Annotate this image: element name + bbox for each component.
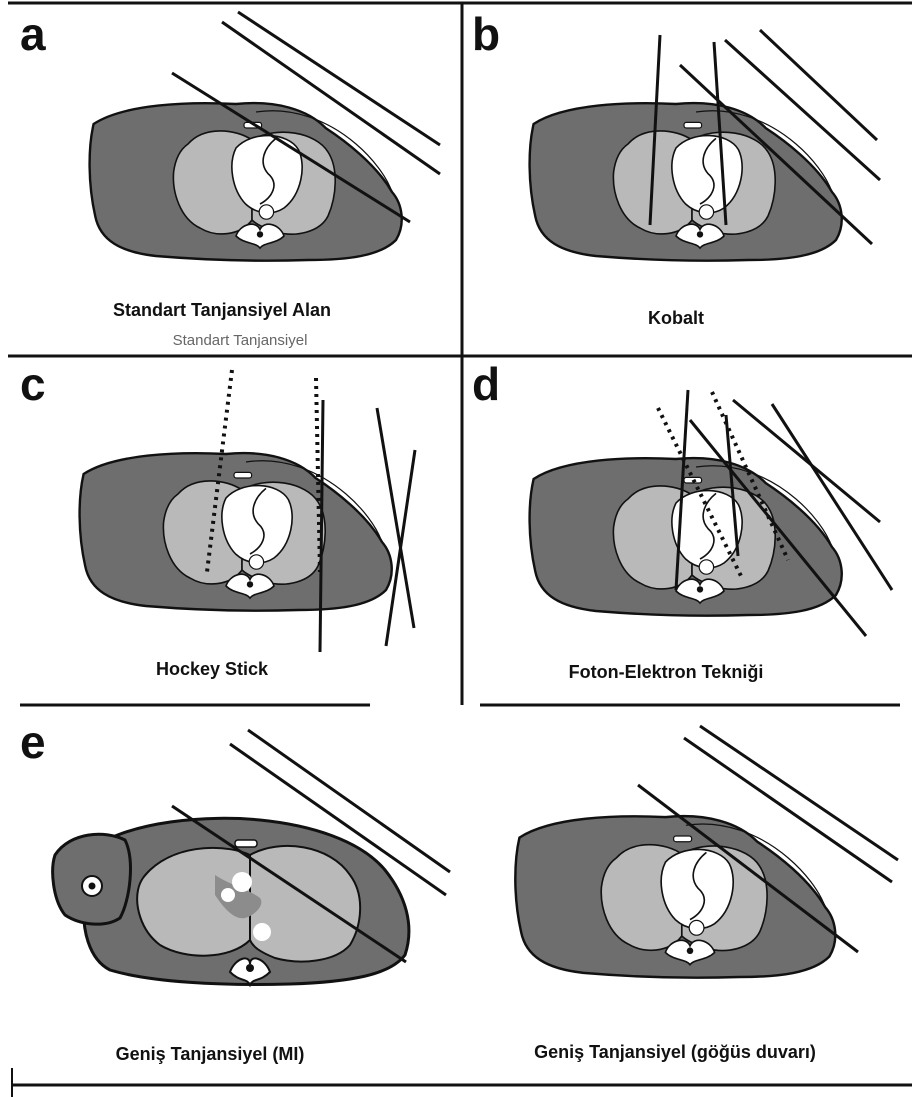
chest-section-a (90, 103, 402, 261)
chest-section-c (80, 453, 392, 611)
panel-a: a Standart Tanjansiyel Alan Standart Tan… (20, 8, 440, 349)
chest-section-e-left (84, 818, 409, 985)
panel-d-caption: Foton-Elektron Tekniği (569, 662, 764, 682)
panel-a-ghost-caption: Standart Tanjansiyel (173, 332, 308, 349)
panel-b-letter: b (472, 8, 500, 60)
panel-d: d Foton-Elektron Tekniği (472, 358, 892, 682)
panel-b: b Kobalt (472, 8, 880, 328)
panel-c: c Hockey Stick (20, 358, 415, 679)
chest-section-d (530, 458, 842, 616)
panel-a-caption: Standart Tanjansiyel Alan (113, 300, 331, 320)
chest-section-b (530, 103, 842, 261)
panel-a-letter: a (20, 8, 46, 60)
panel-c-letter: c (20, 358, 46, 410)
panel-d-letter: d (472, 358, 500, 410)
panel-e-caption-right: Geniş Tanjansiyel (göğüs duvarı) (534, 1042, 816, 1062)
arm-section-e (53, 834, 131, 924)
panel-b-caption: Kobalt (648, 308, 704, 328)
panel-c-caption: Hockey Stick (156, 659, 269, 679)
panel-e-caption-left: Geniş Tanjansiyel (MI) (116, 1044, 305, 1064)
panel-e-letter: e (20, 716, 46, 768)
panel-e: e Geniş Tanjansiyel (MI) (20, 716, 898, 1064)
